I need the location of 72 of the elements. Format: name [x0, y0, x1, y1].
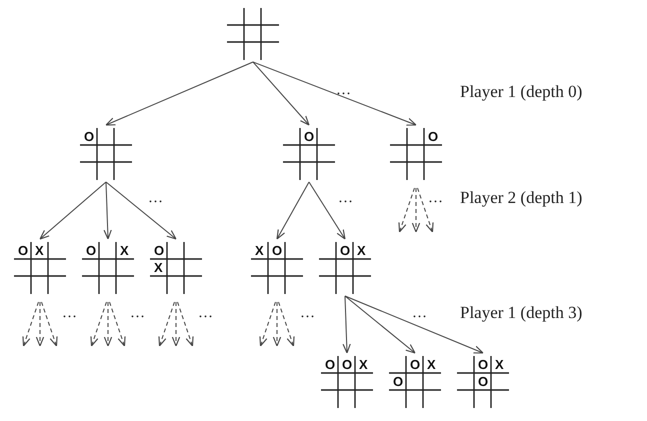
game-board	[150, 242, 202, 294]
game-board	[321, 356, 373, 408]
dashed-arrow	[417, 188, 434, 233]
board-mark: O	[428, 130, 438, 143]
level-label: Player 2 (depth 1)	[460, 188, 582, 208]
board-mark: O	[304, 130, 314, 143]
board-mark: X	[357, 244, 366, 257]
arrow	[106, 182, 177, 240]
board-mark: X	[495, 358, 504, 371]
ellipsis: …	[336, 81, 354, 100]
dashed-arrow	[412, 188, 420, 233]
dashed-arrow	[278, 302, 295, 347]
board-mark: O	[325, 358, 336, 371]
ellipsis: …	[338, 189, 356, 208]
ellipsis: …	[62, 304, 80, 323]
game-board	[283, 128, 335, 180]
arrow	[344, 296, 416, 354]
game-board	[227, 8, 279, 60]
arrow	[276, 182, 310, 240]
dashed-arrow	[90, 302, 107, 347]
board-mark: X	[359, 358, 368, 371]
dashed-arrow	[41, 302, 58, 347]
board-mark: O	[86, 244, 96, 257]
ellipsis: …	[148, 189, 166, 208]
board-mark: O	[340, 244, 350, 257]
board-mark: O	[84, 130, 94, 143]
ellipsis: …	[300, 304, 318, 323]
dashed-arrow	[398, 188, 415, 233]
board-mark: X	[154, 261, 163, 274]
dashed-arrow	[109, 302, 126, 347]
board-mark: X	[120, 244, 129, 257]
ellipsis: …	[412, 304, 430, 323]
arrow	[342, 296, 351, 354]
board-mark: O	[478, 358, 488, 371]
arrow	[105, 62, 254, 126]
dashed-arrow	[36, 302, 44, 347]
game-board	[14, 242, 66, 294]
level-label: Player 1 (depth 3)	[460, 303, 582, 323]
board-mark: O	[154, 244, 164, 257]
game-board	[251, 242, 303, 294]
arrow	[104, 182, 112, 240]
arrow	[308, 182, 346, 240]
ellipsis: …	[428, 189, 446, 208]
dashed-arrow	[272, 302, 282, 347]
game-board	[389, 356, 441, 408]
board-mark: O	[18, 244, 28, 257]
dashed-arrow	[259, 302, 276, 347]
level-label: Player 1 (depth 0)	[460, 82, 582, 102]
arrow	[344, 296, 484, 354]
board-mark: O	[342, 358, 352, 371]
dashed-arrow	[158, 302, 175, 347]
ellipsis: …	[130, 304, 148, 323]
game-board	[390, 128, 442, 180]
board-mark: X	[427, 358, 436, 371]
dashed-arrow	[172, 302, 180, 347]
game-board	[80, 128, 132, 180]
game-board	[82, 242, 134, 294]
arrow	[39, 182, 106, 240]
board-mark: X	[35, 244, 44, 257]
dashed-arrow	[177, 302, 194, 347]
arrow	[252, 62, 417, 126]
ellipsis: …	[198, 304, 216, 323]
game-board	[457, 356, 509, 408]
game-board	[319, 242, 371, 294]
board-mark: O	[272, 244, 282, 257]
board-mark: X	[255, 244, 264, 257]
board-mark: O	[410, 358, 420, 371]
board-mark: O	[478, 375, 488, 388]
board-mark: O	[393, 375, 404, 388]
arrow	[252, 62, 310, 126]
dashed-arrow	[104, 302, 112, 347]
dashed-arrow	[22, 302, 39, 347]
